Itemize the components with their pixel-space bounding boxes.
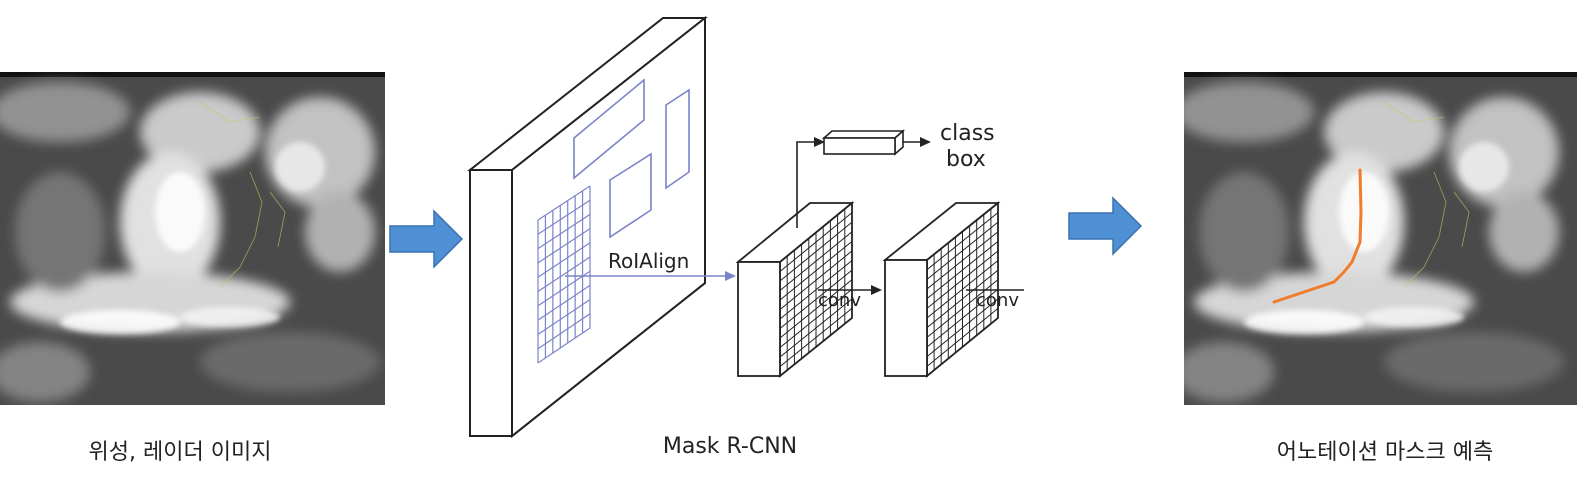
grid-line: [779, 231, 853, 291]
grid-line: [926, 250, 999, 309]
mask-rcnn-diagram: RoIAlign conv conv class box: [467, 15, 1024, 439]
conv-label-1: conv: [818, 290, 861, 311]
roi-boxes: [573, 78, 690, 239]
caption-model: Mask R-CNN: [662, 434, 798, 459]
conv-arrow-head: [871, 285, 882, 295]
grid-line: [537, 213, 591, 250]
roi-grid: [537, 185, 591, 364]
grid-line: [779, 212, 853, 272]
grid-line: [926, 288, 999, 348]
feature-map-slab: [467, 15, 708, 439]
annotated-satellite-graphic: [1174, 72, 1577, 405]
grid-line: [537, 242, 591, 278]
class-branch-line: [796, 141, 820, 228]
grid-line: [779, 317, 853, 377]
grid-line: [926, 240, 999, 300]
roialign-label: RoIAlign: [608, 249, 689, 273]
fc-output-head: [920, 137, 931, 147]
satellite-input-image: [0, 72, 385, 405]
grid-line: [779, 221, 853, 282]
satellite-image-graphic: [0, 72, 385, 405]
grid-line: [926, 308, 999, 367]
roialign-arrow-head: [725, 271, 736, 281]
grid-line: [537, 199, 591, 235]
grid-line: [779, 308, 853, 367]
grid-line: [926, 212, 999, 271]
grid-line: [926, 202, 999, 261]
fc-layer-box: [821, 129, 906, 156]
grid-line: [926, 279, 999, 338]
flow-arrow-left: [389, 209, 464, 269]
grid-line: [779, 250, 853, 310]
caption-output: 어노테이션 마스크 예측: [1276, 440, 1494, 465]
grid-line: [779, 260, 853, 320]
class-branch-head: [814, 137, 825, 147]
grid-line: [537, 284, 591, 321]
grid-line: [537, 327, 591, 364]
grid-line: [926, 231, 999, 290]
conv-block-2-grid: [926, 202, 999, 377]
conv-label-2: conv: [976, 290, 1019, 311]
grid-line: [537, 299, 591, 335]
caption-input: 위성, 레이더 이미지: [88, 440, 272, 465]
grid-line: [779, 288, 853, 348]
grid-line: [779, 202, 853, 263]
grid-line: [926, 269, 999, 329]
grid-line: [926, 260, 999, 319]
satellite-output-image: [1174, 72, 1577, 405]
predicted-front-mask-line: [1272, 168, 1363, 304]
grid-line: [537, 185, 591, 221]
grid-line: [779, 269, 853, 329]
grid-line: [779, 240, 853, 301]
box-label: box: [946, 147, 986, 172]
grid-line: [926, 221, 999, 280]
grid-line: [537, 270, 591, 307]
grid-line: [537, 256, 591, 292]
class-label: class: [940, 121, 995, 146]
grid-line: [537, 228, 591, 264]
grid-line: [926, 317, 999, 377]
grid-line: [779, 298, 853, 358]
grid-line: [537, 313, 591, 350]
grid-line: [926, 298, 999, 358]
flow-arrow-right: [1068, 196, 1143, 256]
